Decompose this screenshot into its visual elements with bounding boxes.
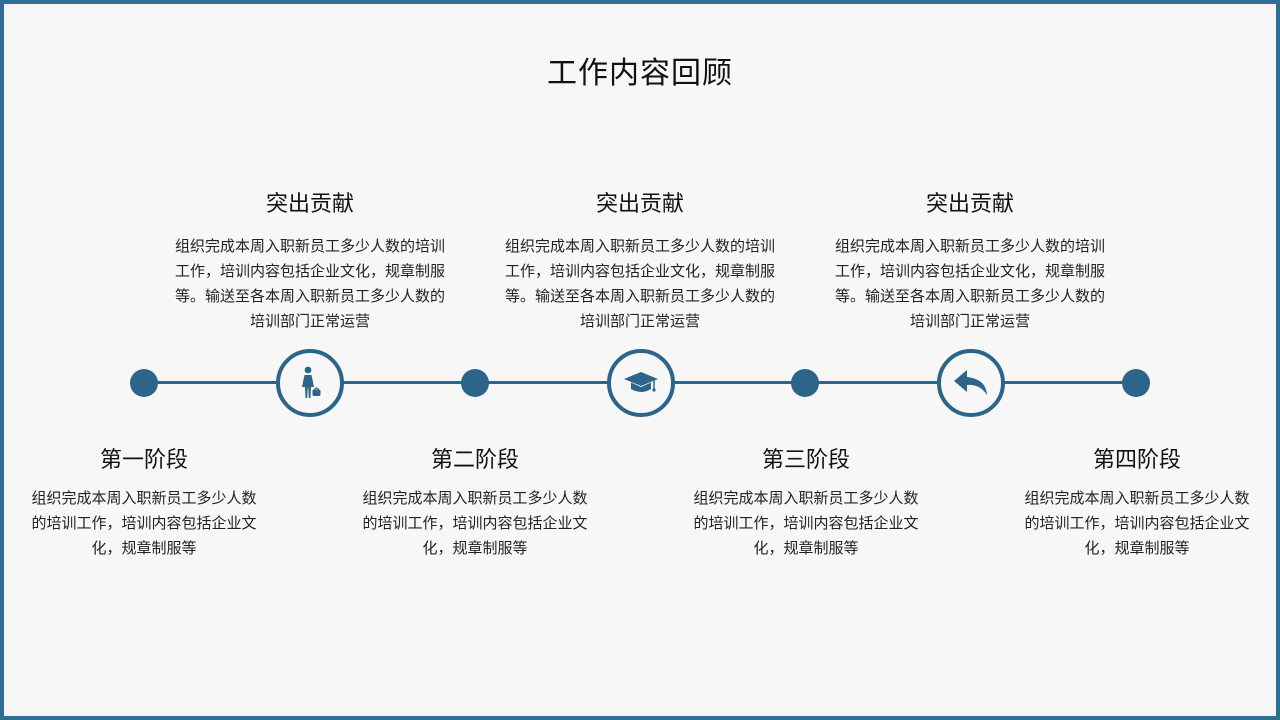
timeline-dot-2 xyxy=(461,369,489,397)
graduation-cap-icon xyxy=(624,372,658,392)
top-item-heading-3: 突出贡献 xyxy=(925,192,1014,217)
stage-text-4: 组织完成本周入职新员工多少人数的培训工作，培训内容包括企业文化，规章制服等 xyxy=(1024,489,1250,557)
top-item-heading-2: 突出贡献 xyxy=(595,192,684,217)
stage-heading-2: 第二阶段 xyxy=(430,448,519,473)
page-title: 工作内容回顾 xyxy=(547,56,733,91)
stage-text-2: 组织完成本周入职新员工多少人数的培训工作，培训内容包括企业文化，规章制服等 xyxy=(362,489,588,557)
stage-heading-3: 第三阶段 xyxy=(761,448,850,473)
stage-heading-1: 第一阶段 xyxy=(99,448,188,473)
stage-heading-4: 第四阶段 xyxy=(1092,448,1181,473)
reply-arrow-icon xyxy=(954,370,987,395)
top-item-text-2: 组织完成本周入职新员工多少人数的培训工作，培训内容包括企业文化，规章制服等。输送… xyxy=(504,237,775,330)
stage-text-1: 组织完成本周入职新员工多少人数的培训工作，培训内容包括企业文化，规章制服等 xyxy=(31,489,257,557)
timeline-dot-1 xyxy=(130,369,158,397)
top-item-text-1: 组织完成本周入职新员工多少人数的培训工作，培训内容包括企业文化，规章制服等。输送… xyxy=(174,237,445,330)
top-item-text-3: 组织完成本周入职新员工多少人数的培训工作，培训内容包括企业文化，规章制服等。输送… xyxy=(834,237,1105,330)
timeline-node-2 xyxy=(607,349,675,417)
timeline-dot-3 xyxy=(791,369,819,397)
person-with-bag-icon xyxy=(302,366,321,398)
stage-text-3: 组织完成本周入职新员工多少人数的培训工作，培训内容包括企业文化，规章制服等 xyxy=(693,489,919,557)
timeline-node-1 xyxy=(276,349,344,417)
top-item-heading-1: 突出贡献 xyxy=(265,192,354,217)
timeline-node-3 xyxy=(937,349,1005,417)
timeline-dot-4 xyxy=(1122,369,1150,397)
